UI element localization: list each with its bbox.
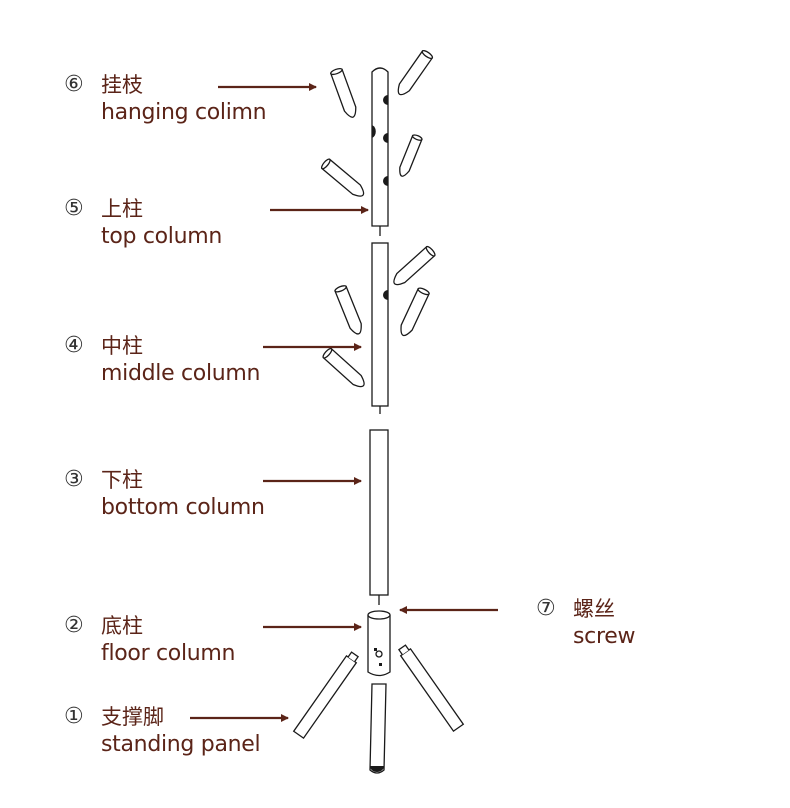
part-number: ① [64, 704, 84, 729]
part-name-cn: 螺丝 [573, 597, 615, 621]
part-number: ⑥ [64, 72, 84, 97]
part-number: ⑦ [536, 596, 556, 621]
part-name-en: hanging colimn [101, 100, 267, 125]
part-name-en: top column [101, 224, 223, 249]
part-name-en: floor column [101, 641, 236, 666]
part-name-en: bottom column [101, 495, 265, 520]
part-name-cn: 底柱 [101, 614, 143, 638]
hanging-branch [400, 287, 430, 337]
part-name-cn: 支撑脚 [101, 705, 164, 729]
part-number: ⑤ [64, 196, 84, 221]
hanging-branch [329, 67, 357, 118]
part-name-en: standing panel [101, 732, 261, 757]
part-name-cn: 上柱 [101, 197, 143, 221]
floor-column-shape [367, 615, 391, 677]
part-name-cn: 挂枝 [101, 73, 143, 97]
hanging-branch [322, 347, 365, 388]
part-name-cn: 下柱 [101, 468, 143, 492]
part-name-en: screw [573, 624, 636, 649]
part-name-cn: 中柱 [101, 334, 143, 358]
top-column-shape [371, 67, 389, 227]
hanging-branch [334, 285, 362, 335]
standing-leg [369, 683, 387, 774]
standing-leg [292, 651, 360, 740]
part-number: ④ [64, 333, 84, 358]
standing-leg [397, 644, 465, 733]
part-number: ③ [64, 467, 84, 492]
part-name-en: middle column [101, 361, 261, 386]
hanging-branch [320, 158, 365, 197]
hanging-branch [399, 134, 423, 177]
bottom-column-shape [369, 429, 389, 596]
hanging-branch [393, 245, 436, 286]
hanging-branch [397, 49, 434, 96]
middle-column-shape [371, 242, 389, 407]
part-number: ② [64, 613, 84, 638]
